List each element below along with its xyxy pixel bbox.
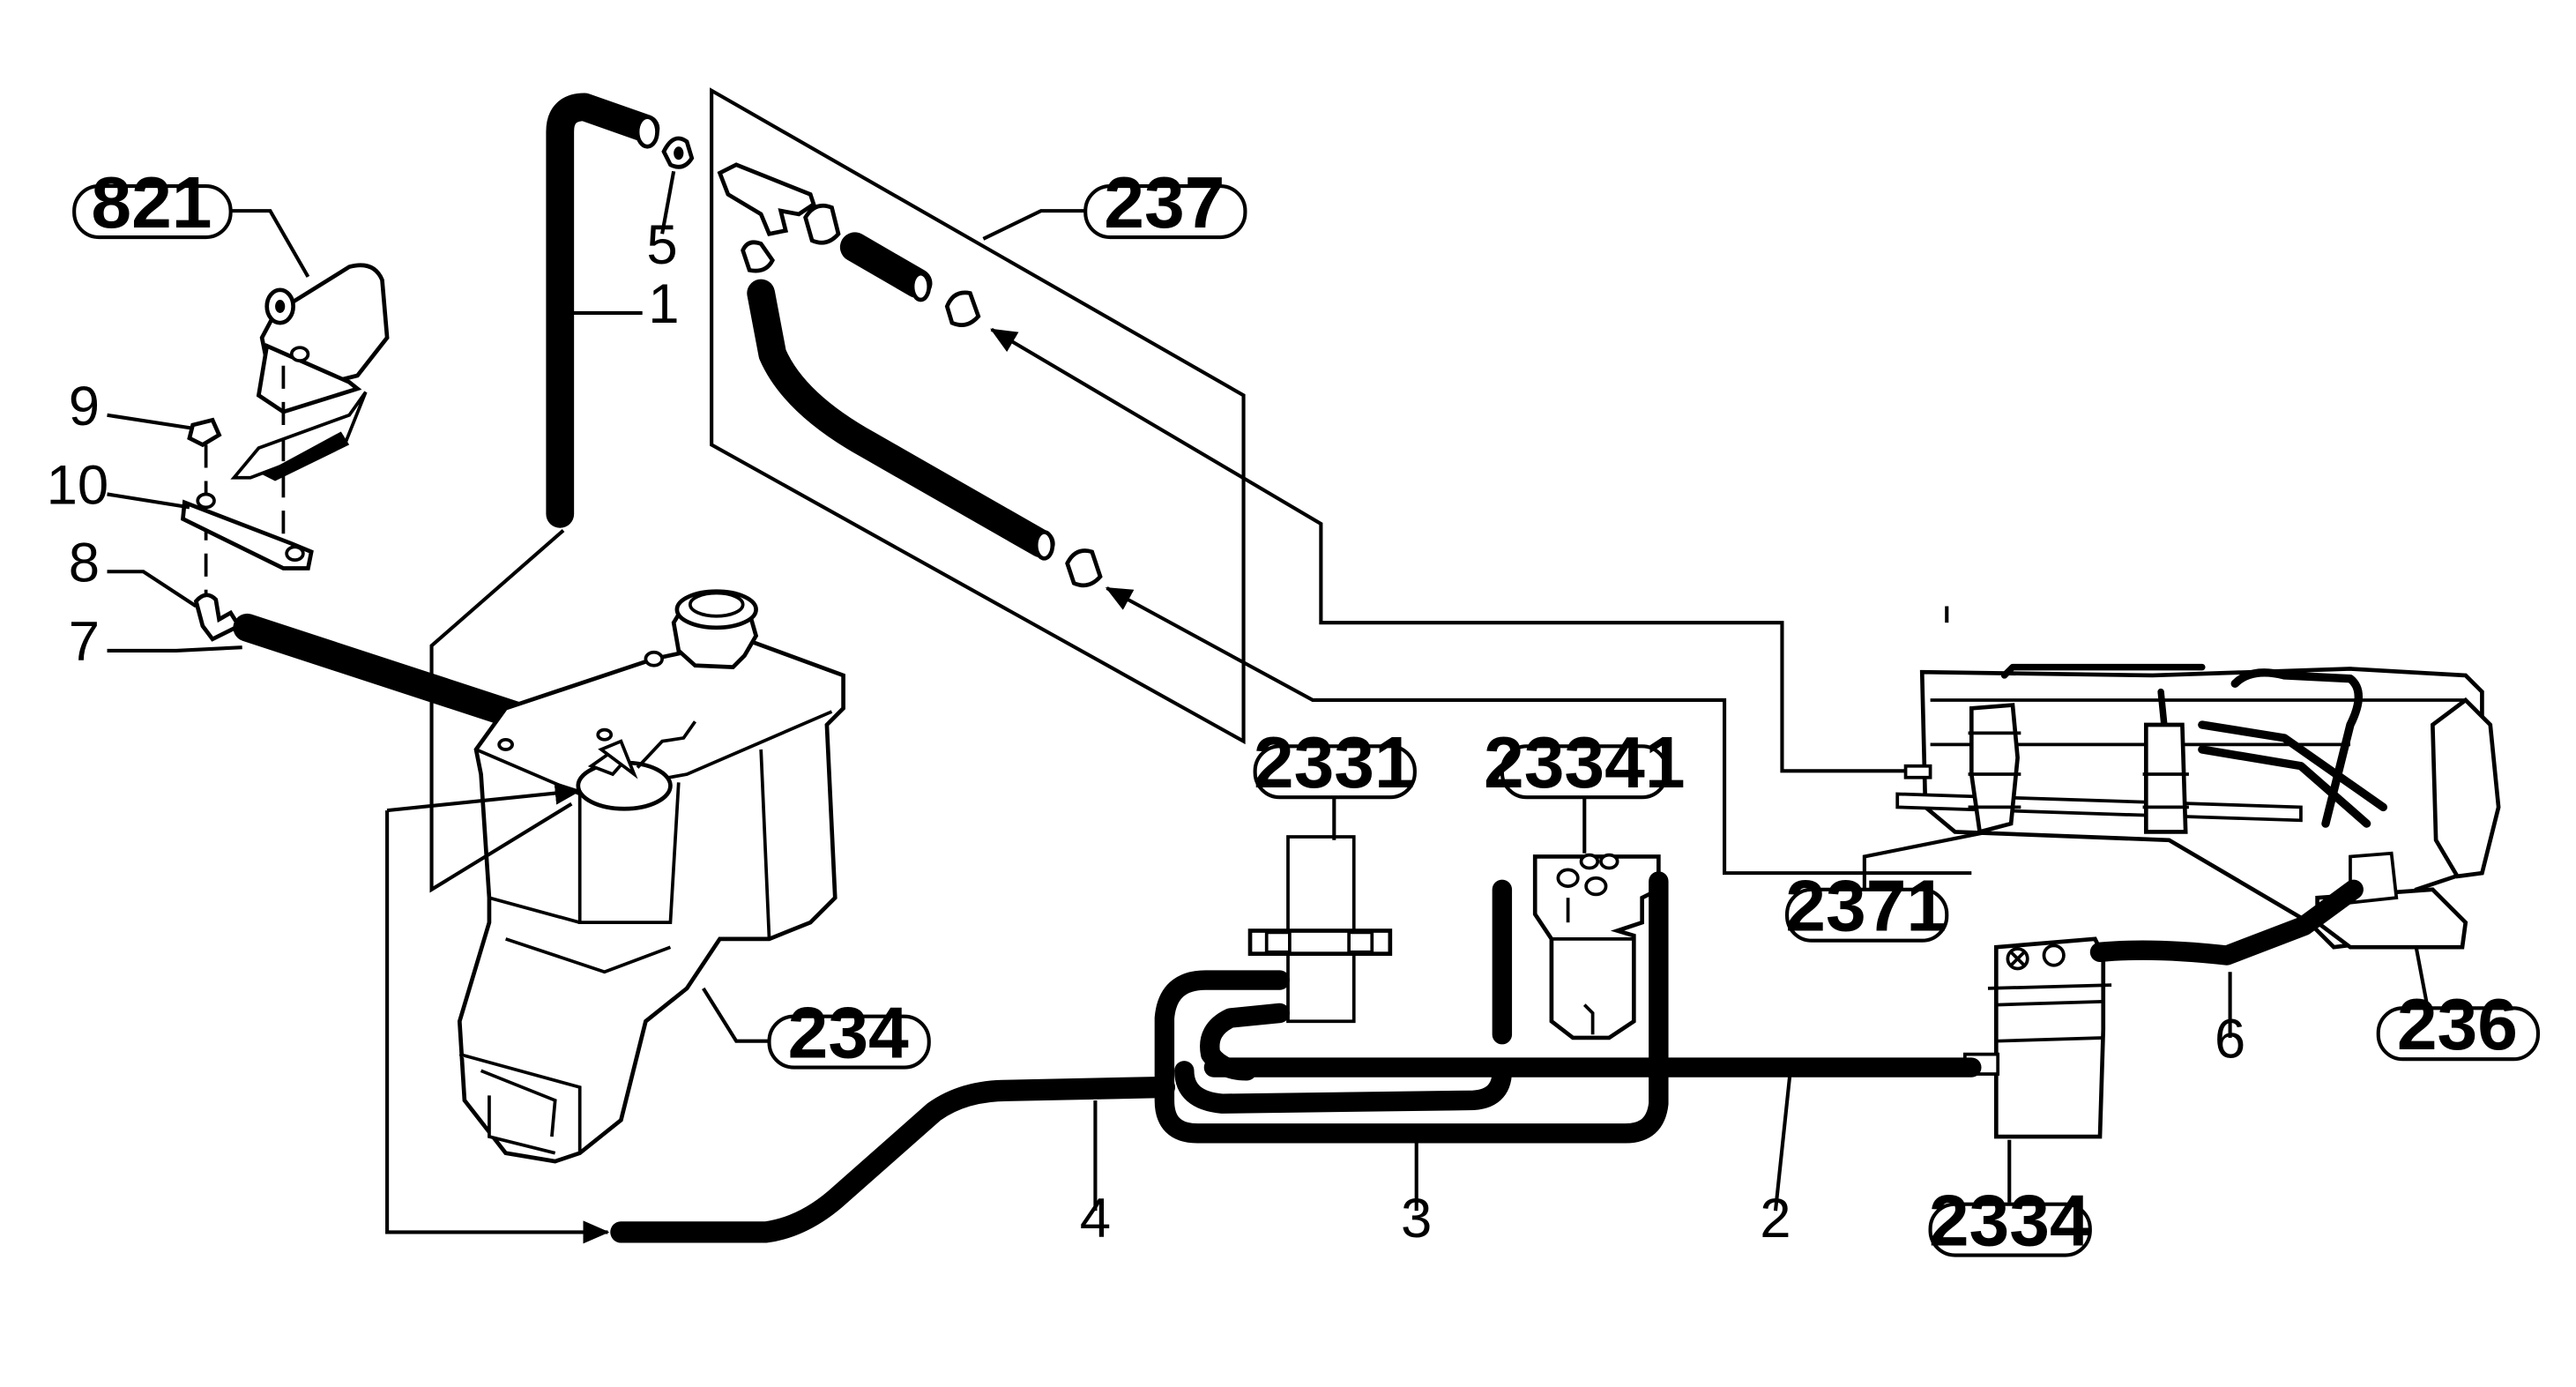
leader-lines — [107, 170, 2435, 1244]
hose-4 — [610, 1076, 1176, 1243]
bracket-assembly — [180, 263, 390, 642]
filter-2331 — [1247, 835, 1393, 1024]
label-7: 7 — [69, 611, 100, 673]
callout-2334: 2334 — [1928, 1181, 2092, 1261]
svg-text:23341: 23341 — [1484, 723, 1686, 803]
hose-1 — [546, 93, 660, 528]
connector-group — [710, 87, 1246, 745]
label-1: 1 — [648, 273, 679, 335]
filter-23341 — [1532, 853, 1661, 1040]
hose-6 — [2089, 879, 2364, 966]
hose-2 — [1200, 879, 1982, 1081]
label-10: 10 — [47, 455, 109, 517]
svg-text:2371: 2371 — [1785, 867, 1947, 947]
callout-821: 821 — [72, 163, 233, 243]
svg-text:234: 234 — [788, 993, 909, 1073]
svg-text:237: 237 — [1104, 163, 1225, 243]
label-8: 8 — [69, 532, 100, 593]
callout-236: 236 — [2376, 985, 2540, 1065]
callout-2371: 2371 — [1785, 867, 1949, 947]
callout-23341: 23341 — [1484, 723, 1686, 803]
item-numbers: 1 5 9 10 8 7 4 3 2 6 — [47, 214, 2246, 1249]
svg-text:236: 236 — [2397, 985, 2518, 1065]
label-3: 3 — [1401, 1188, 1432, 1249]
label-5: 5 — [646, 214, 677, 276]
callout-2331: 2331 — [1253, 723, 1417, 803]
clamp-5 — [661, 136, 695, 169]
callout-237: 237 — [1083, 163, 1247, 243]
label-9: 9 — [69, 376, 100, 437]
hose-3 — [1154, 871, 1669, 1144]
label-4: 4 — [1080, 1188, 1111, 1249]
electric-pump — [1962, 936, 2112, 1139]
svg-text:821: 821 — [91, 163, 212, 243]
svg-text:2334: 2334 — [1929, 1181, 2090, 1261]
fuel-tank — [457, 589, 845, 1164]
label-2: 2 — [1760, 1188, 1791, 1249]
callout-234: 234 — [767, 993, 931, 1073]
svg-text:2331: 2331 — [1254, 723, 1415, 803]
injection-pump — [1895, 663, 2501, 950]
label-6: 6 — [2215, 1008, 2245, 1070]
